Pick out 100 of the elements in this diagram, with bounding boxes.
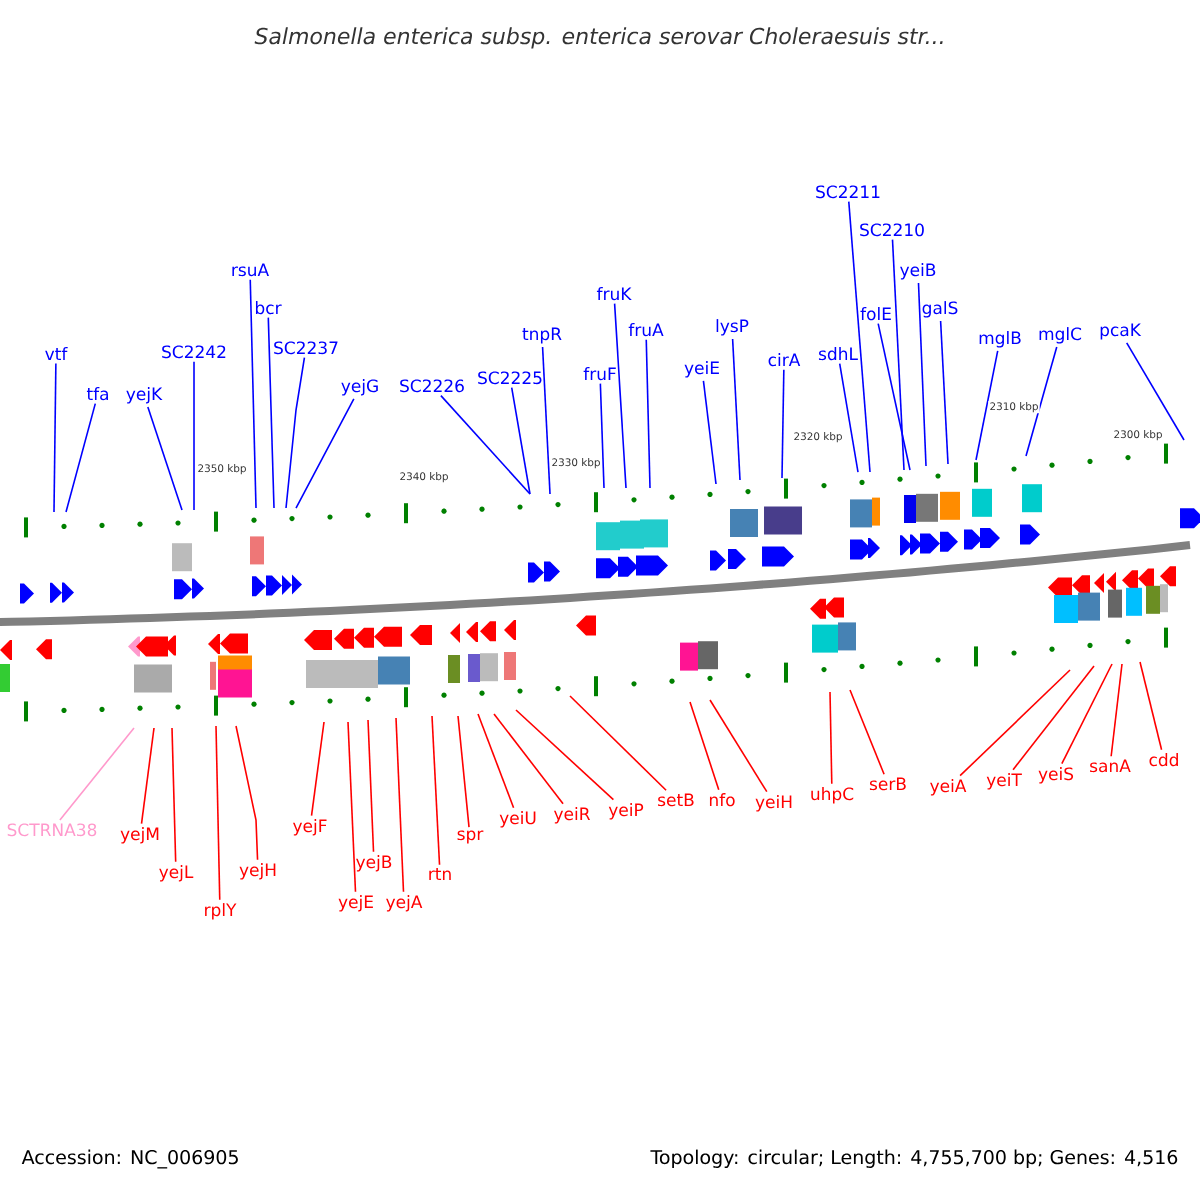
gene-label: tnpR [522,327,562,344]
gene-label: sanA [1090,759,1131,773]
gene-label: lysP [716,319,749,336]
gene-label: galS [922,301,958,318]
gene-label: setB [658,793,694,807]
leader-line [569,695,667,791]
gene-label: yejM [120,827,159,844]
gene-label: yeiT [986,773,1022,790]
leader-line [838,362,859,473]
gene-label: yejK [126,387,163,404]
leader-line [731,338,741,481]
leader-line [849,689,885,775]
gene-label: sdhL [818,347,858,361]
gene-label: spr [457,830,484,844]
leader-line [939,320,949,465]
leader-line [171,727,177,863]
gene-label: yejG [341,379,378,396]
leader-line [235,725,259,861]
gene-label: cirA [768,353,801,367]
leader-line [1012,665,1095,771]
gene-label: nfo [709,793,735,807]
gene-label: SCTRNA38 [7,823,97,837]
gene-label: rtn [429,868,451,880]
gene-label: yeiH [755,795,792,812]
gene-label: fruA [628,323,664,337]
gene-label: rsuA [232,263,269,277]
leader-line [702,380,717,485]
gene-label: rplY [205,903,237,920]
leader-line [457,715,470,828]
leader-line [59,727,135,821]
leader-line [1125,342,1185,441]
gene-label: yeiA [930,779,967,796]
leader-line [431,715,441,866]
leader-line [53,362,57,513]
leader-line [295,398,355,509]
leader-line [395,717,405,893]
leader-line [65,402,97,513]
leader-line [267,316,275,509]
gene-label: yejE [338,895,373,912]
leader-line [440,394,531,495]
leader-line [140,727,155,825]
leader-line [959,669,1071,777]
leader-line [1061,663,1113,765]
gene-label: yeiE [684,361,719,378]
leader-line [367,719,375,853]
leader-line [891,238,905,471]
gene-label: SC2210 [860,223,924,237]
gene-label: SC2237 [274,341,338,355]
leader-line [249,278,257,509]
leader-line [1110,663,1123,757]
gene-label: cdd [1149,753,1178,767]
gene-label: yejL [159,865,194,882]
gene-label: serB [869,777,906,791]
accession-text: Accession: NC_006905 [20,1148,241,1170]
gene-label: vtf [45,347,68,360]
leader-line [613,302,627,489]
leader-line [477,713,515,809]
leader-line [347,721,357,893]
gene-label: SC2211 [816,185,880,199]
genome-info-text: Topology: circular; Length: 4,755,700 bp; Genes: 4,516 [649,1148,1180,1170]
gene-label: yejA [386,895,423,912]
gene-label: mglB [979,331,1021,348]
gene-label: folE [860,307,891,321]
gene-label: mglC [1039,327,1082,344]
leader-line [541,346,551,495]
leader-line [1025,346,1058,457]
gene-label: SC2226 [400,379,464,393]
gene-label: yejH [239,863,276,880]
leader-line [975,350,999,461]
gene-label: tfa [86,387,108,401]
leader-line [848,200,871,473]
leader-line [515,709,615,801]
gene-label: SC2242 [162,345,226,359]
gene-label: yeiP [608,803,644,820]
leader-line [709,699,768,793]
leader-line [215,725,221,901]
leader-line [781,368,785,479]
leader-line [147,406,183,511]
leader-line [645,338,651,489]
leader-line [193,360,195,511]
gene-label: yeiS [1038,767,1074,784]
gene-label: uhpC [811,787,854,804]
leader-line [493,713,564,805]
title: Salmonella enterica subsp. enterica serovar Choleraesuis str... [254,27,943,49]
gene-label: SC2225 [478,371,542,385]
gene-label: fruF [583,367,616,381]
gene-label: bcr [256,301,282,315]
gene-label: yeiR [554,807,591,824]
gene-label: pcaK [1100,323,1142,340]
leader-line [877,322,911,471]
leader-line [917,282,927,467]
gene-label: yeiB [900,263,936,280]
gene-label: fruK [596,287,632,301]
leader-line [1139,661,1163,751]
gene-label: yeiU [499,811,536,828]
leader-line [310,721,325,817]
gene-label: yejF [293,819,327,836]
leader-line [599,382,605,489]
leader-line [285,356,306,509]
leader-line [689,701,720,791]
